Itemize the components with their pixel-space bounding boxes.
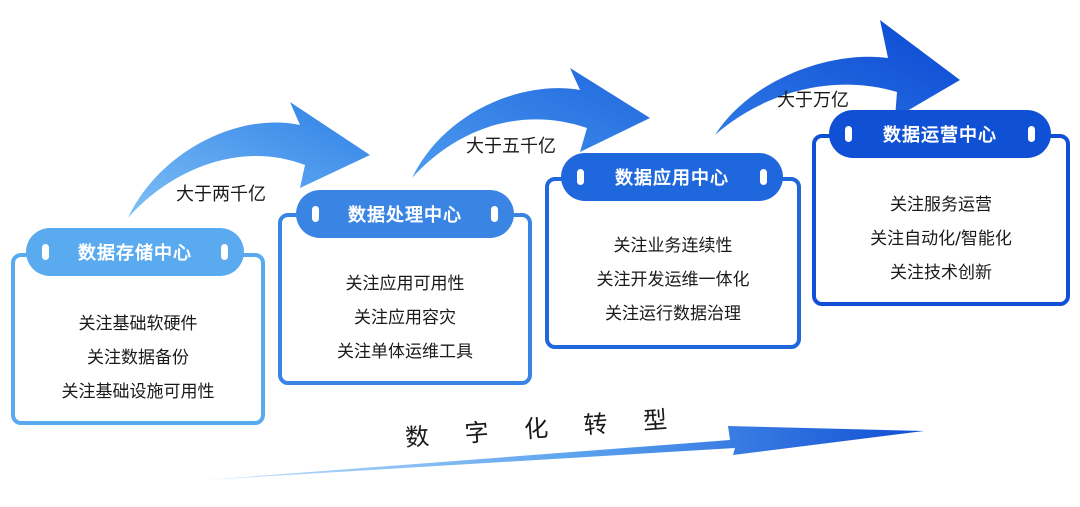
transition-label-3: 大于万亿 <box>777 90 849 111</box>
pill-dot-left <box>577 169 584 185</box>
stage-card-application: 关注业务连续性 关注开发运维一体化 关注运行数据治理 <box>545 177 801 349</box>
stage-title: 数据应用中心 <box>615 168 729 189</box>
pill-dot-right <box>491 206 498 222</box>
stage-title: 数据运营中心 <box>883 125 997 146</box>
stage-items: 关注业务连续性 关注开发运维一体化 关注运行数据治理 <box>549 229 797 331</box>
pill-dot-right <box>221 244 228 260</box>
pill-dot-right <box>1028 126 1035 142</box>
stage-item: 关注技术创新 <box>890 263 992 283</box>
stage-title: 数据处理中心 <box>348 205 462 226</box>
stage-items: 关注应用可用性 关注应用容灾 关注单体运维工具 <box>282 267 528 369</box>
stage-item: 关注基础设施可用性 <box>61 382 215 402</box>
stage-title-pill-storage: 数据存储中心 <box>26 228 244 276</box>
stage-title-pill-application: 数据应用中心 <box>561 153 783 201</box>
pill-dot-right <box>760 169 767 185</box>
stage-card-processing: 关注应用可用性 关注应用容灾 关注单体运维工具 <box>278 213 532 385</box>
stage-item: 关注单体运维工具 <box>337 342 473 362</box>
arrow-2 <box>412 68 650 178</box>
stage-item: 关注运行数据治理 <box>605 304 741 324</box>
pill-dot-left <box>845 126 852 142</box>
stage-item: 关注自动化/智能化 <box>870 229 1012 249</box>
stage-item: 关注基础软硬件 <box>78 314 198 334</box>
pill-dot-left <box>312 206 319 222</box>
stage-card-operations: 关注服务运营 关注自动化/智能化 关注技术创新 <box>812 134 1070 306</box>
stage-item: 关注应用容灾 <box>354 308 456 328</box>
arrow-3 <box>715 20 960 135</box>
stage-item: 关注开发运维一体化 <box>596 270 750 290</box>
stage-items: 关注服务运营 关注自动化/智能化 关注技术创新 <box>816 188 1066 290</box>
bottom-arrow <box>205 426 924 480</box>
stage-item: 关注数据备份 <box>87 348 189 368</box>
transition-label-1: 大于两千亿 <box>176 184 266 205</box>
stage-items: 关注基础软硬件 关注数据备份 关注基础设施可用性 <box>15 307 261 409</box>
transition-label-2: 大于五千亿 <box>466 136 556 157</box>
stage-title-pill-processing: 数据处理中心 <box>296 190 514 238</box>
stage-title-pill-operations: 数据运营中心 <box>829 110 1051 158</box>
stage-item: 关注业务连续性 <box>613 236 733 256</box>
stage-title: 数据存储中心 <box>78 243 192 264</box>
stage-item: 关注服务运营 <box>890 195 992 215</box>
arrow-1 <box>128 102 370 218</box>
pill-dot-left <box>42 244 49 260</box>
stage-item: 关注应用可用性 <box>345 274 465 294</box>
stage-card-storage: 关注基础软硬件 关注数据备份 关注基础设施可用性 <box>11 253 265 425</box>
